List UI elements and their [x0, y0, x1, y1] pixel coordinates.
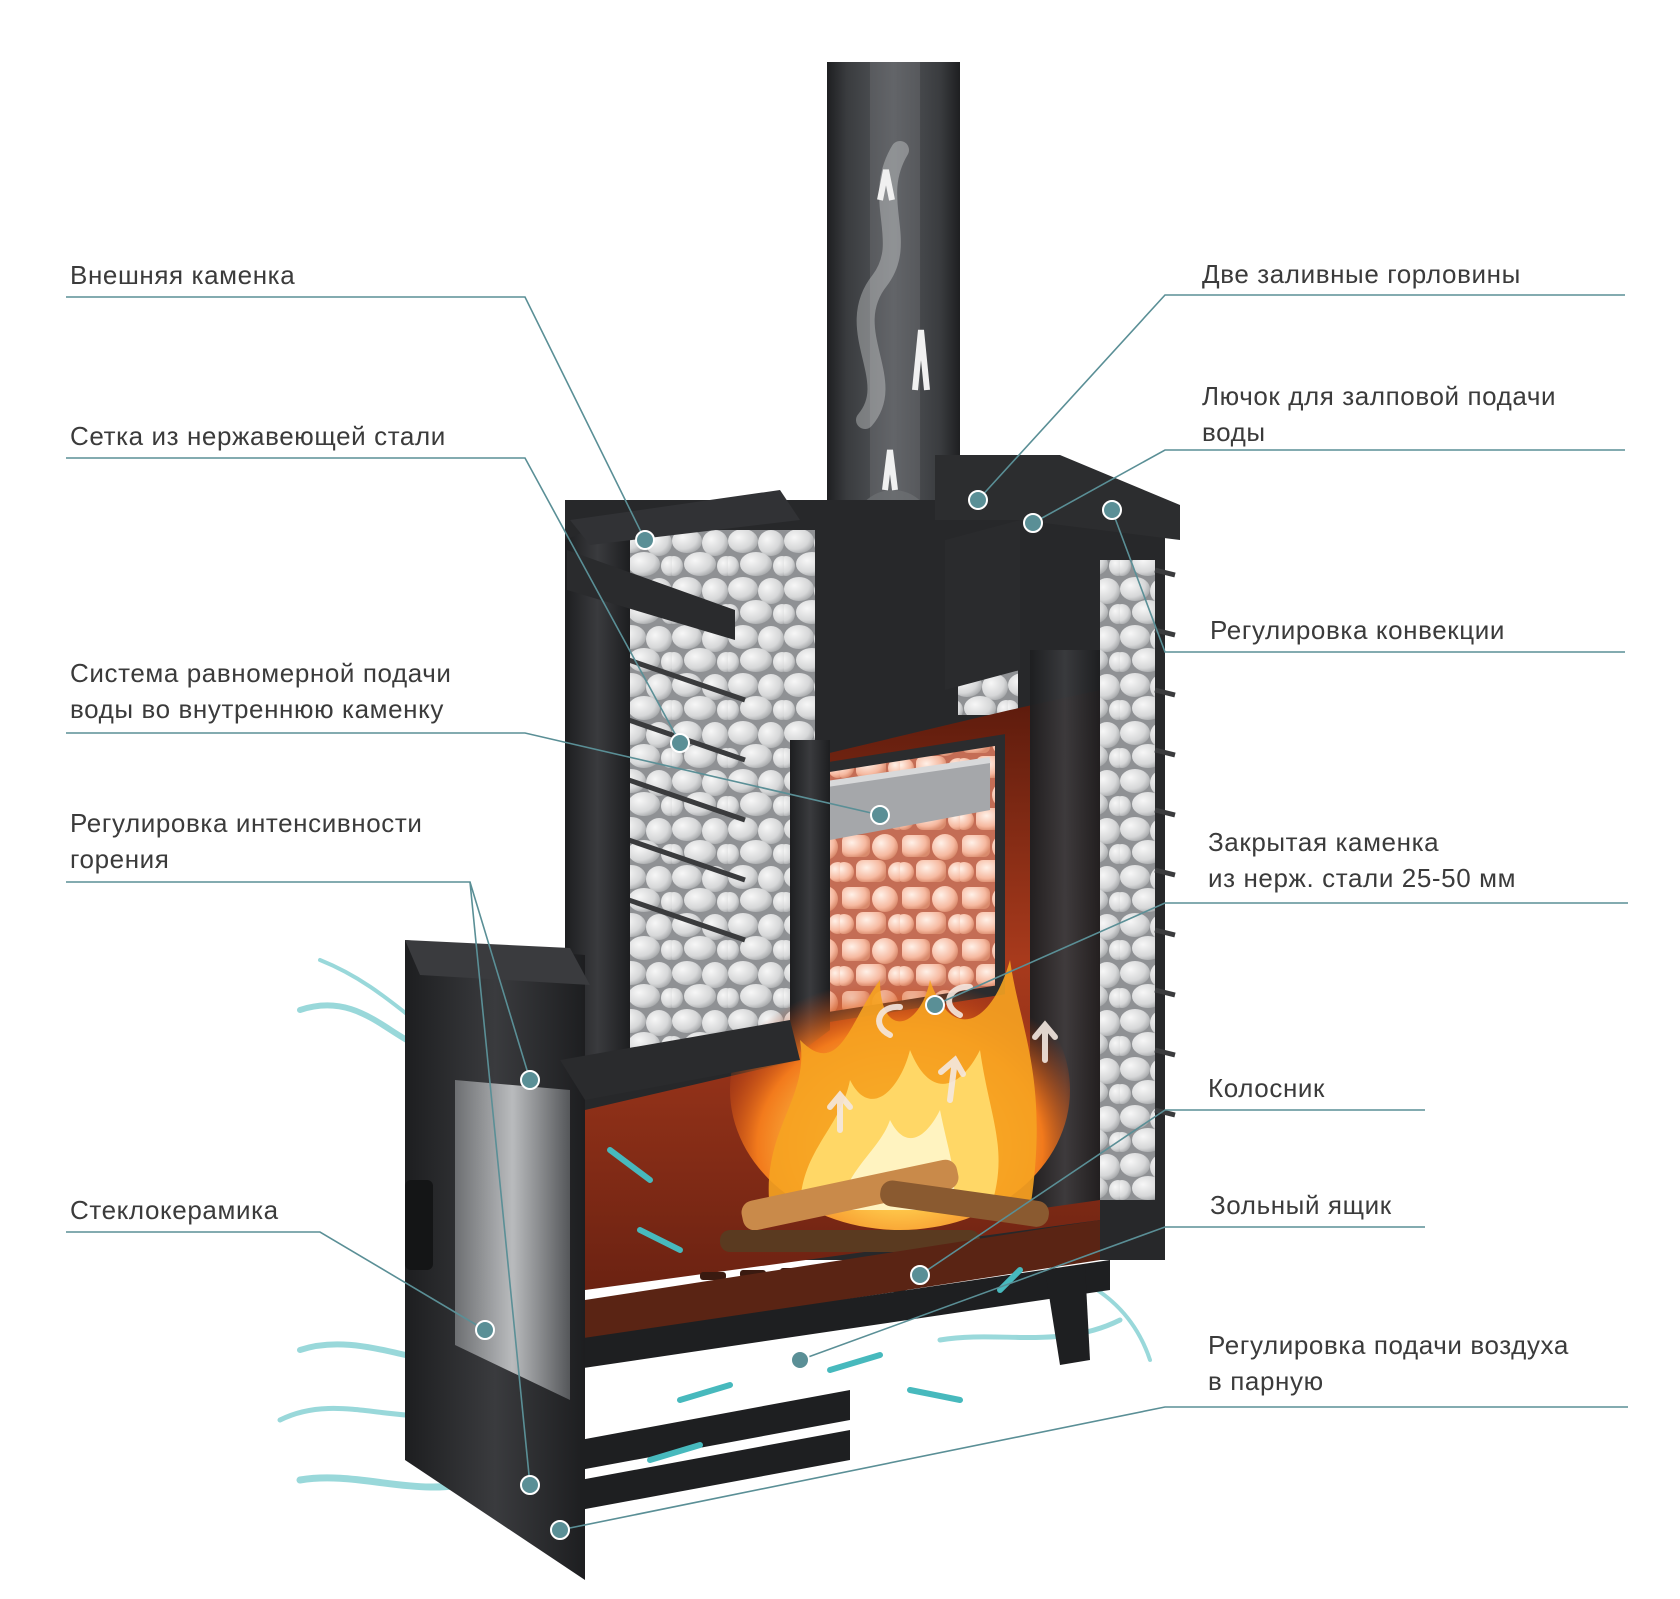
label-mesh: Сетка из нержавеющей стали: [70, 421, 446, 451]
dot-closed-stone: [925, 995, 945, 1015]
label-hatch: Лючок для залповой подачи воды: [1202, 381, 1557, 447]
dot-burn-regulation-2: [520, 1475, 540, 1495]
dot-grate: [910, 1265, 930, 1285]
dot-burn-regulation: [520, 1070, 540, 1090]
label-outer-stone: Внешняя каменка: [70, 260, 296, 290]
label-ash-box: Зольный ящик: [1210, 1190, 1392, 1220]
leader-dots: [475, 490, 1122, 1540]
label-water-system: Система равномерной подачи воды во внутр…: [70, 658, 452, 724]
label-grate: Колосник: [1208, 1073, 1326, 1103]
label-burn-regulation: Регулировка интенсивности горения: [70, 808, 423, 874]
outer-stones-right: [1100, 560, 1155, 1200]
label-convection: Регулировка конвекции: [1210, 615, 1506, 645]
label-air-supply: Регулировка подачи воздуха в парную: [1208, 1330, 1569, 1396]
cold-air-arrows: [607, 1147, 1023, 1463]
dot-water-system: [870, 805, 890, 825]
logs: [720, 1159, 1049, 1252]
dot-two-fillers: [968, 490, 988, 510]
label-closed-stone: Закрытая каменка из нерж. стали 25-50 мм: [1208, 827, 1517, 893]
dot-ash-box: [790, 1350, 810, 1370]
leader-lines: [66, 294, 1628, 1531]
dot-mesh: [670, 733, 690, 753]
label-two-fillers: Две заливные горловины: [1202, 259, 1521, 289]
dot-outer-stone: [635, 530, 655, 550]
label-glass-ceramic: Стеклокерамика: [70, 1195, 279, 1225]
hot-air-arrows: [827, 983, 1058, 1133]
dot-convection: [1102, 500, 1122, 520]
dot-glass-ceramic: [475, 1320, 495, 1340]
dot-hatch: [1023, 513, 1043, 533]
glass-ceramic-panel: [455, 1080, 570, 1400]
dot-air-supply: [550, 1520, 570, 1540]
ash-box: [585, 1220, 1100, 1340]
